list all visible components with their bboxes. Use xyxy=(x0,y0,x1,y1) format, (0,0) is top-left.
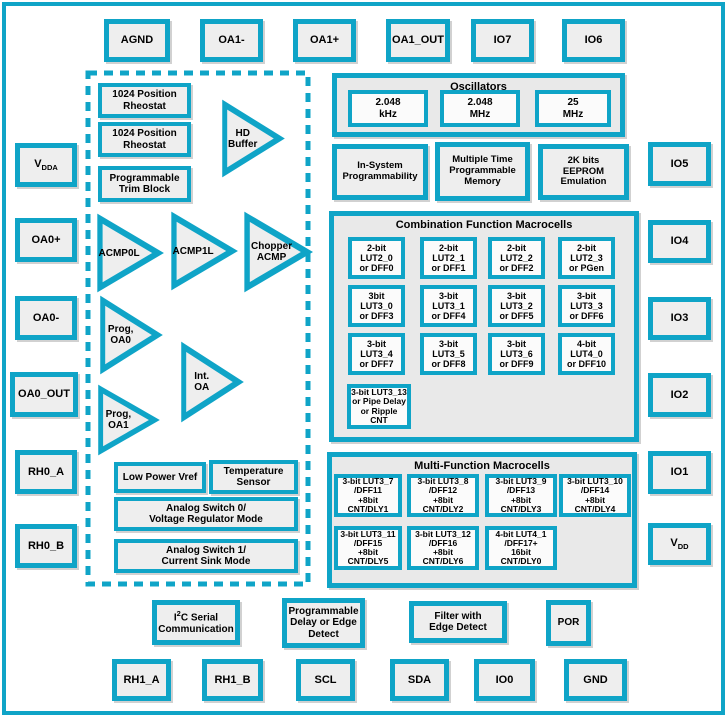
comb-cell-lut2-2: 2-bit LUT2_2 or DFF2 xyxy=(488,237,545,279)
comb-cell-lut3-6: 3-bit LUT3_6 or DFF9 xyxy=(488,333,545,375)
comb-cell-lut3-1: 3-bit LUT3_1 or DFF4 xyxy=(420,285,477,327)
mf-cell-lut3-9: 3-bit LUT3_9 /DFF13 +8bit CNT/DLY3 xyxy=(485,474,557,517)
pin-sda: SDA xyxy=(390,659,449,701)
pin-io6: IO6 xyxy=(562,19,625,62)
block-programmable-trim: Programmable Trim Block xyxy=(98,166,191,202)
block-filter-edge-detect: Filter with Edge Detect xyxy=(409,601,507,643)
tri-acmp0l: ACMP0L xyxy=(96,213,164,293)
mf-cell-lut3-8: 3-bit LUT3_8 /DFF12 +8bit CNT/DLY2 xyxy=(407,474,479,517)
pin-vdd-label: VDD xyxy=(670,536,689,551)
comb-cell-lut2-1: 2-bit LUT2_1 or DFF1 xyxy=(420,237,477,279)
block-rheostat-2: 1024 Position Rheostat xyxy=(98,122,191,157)
pin-vdda: VDDA xyxy=(15,143,77,187)
block-temperature-sensor: Temperature Sensor xyxy=(209,460,298,494)
pin-io4: IO4 xyxy=(648,220,711,263)
block-analog-switch-1: Analog Switch 1/ Current Sink Mode xyxy=(114,539,298,573)
tri-chopper-acmp-label: Chopper ACMP xyxy=(250,241,293,263)
pin-io0: IO0 xyxy=(474,659,535,701)
mf-cell-lut3-10: 3-bit LUT3_10 /DFF14 +8bit CNT/DLY4 xyxy=(559,474,631,517)
block-analog-switch-0: Analog Switch 0/ Voltage Regulator Mode xyxy=(114,497,298,531)
pin-vdda-label: VDDA xyxy=(34,157,58,172)
mf-cell-lut3-7: 3-bit LUT3_7 /DFF11 +8bit CNT/DLY1 xyxy=(334,474,402,517)
mf-cell-lut3-12: 3-bit LUT3_12 /DFF16 +8bit CNT/DLY6 xyxy=(407,526,479,570)
tri-prog-oa0-label: Prog, OA0 xyxy=(107,324,134,346)
pin-oa1-minus: OA1- xyxy=(200,19,263,62)
comb-cell-lut2-3: 2-bit LUT2_3 or PGen xyxy=(558,237,615,279)
combination-title: Combination Function Macrocells xyxy=(395,219,573,231)
tri-acmp1l-label: ACMP1L xyxy=(172,245,214,257)
comb-cell-lut3-13: 3-bit LUT3_13 or Pipe Delay or Ripple CN… xyxy=(347,384,411,429)
pin-oa0-plus: OA0+ xyxy=(15,218,77,262)
tri-chopper-acmp: Chopper ACMP xyxy=(243,211,314,293)
tri-prog-oa1-label: Prog, OA1 xyxy=(105,409,132,431)
block-programmable-delay-edge-detect: Programmable Delay or Edge Detect xyxy=(282,598,365,648)
pin-agnd: AGND xyxy=(104,19,170,62)
block-por: POR xyxy=(546,600,591,646)
tri-prog-oa0: Prog, OA0 xyxy=(99,295,163,375)
tri-hd-buffer-label: HD Buffer xyxy=(227,127,258,150)
comb-cell-lut3-2: 3-bit LUT3_2 or DFF5 xyxy=(488,285,545,327)
comb-cell-lut3-4: 3-bit LUT3_4 or DFF7 xyxy=(348,333,405,375)
analog-section-outline xyxy=(84,69,312,588)
pin-oa0-minus: OA0- xyxy=(15,296,77,340)
pin-rh0-b: RH0_B xyxy=(15,524,77,568)
pin-gnd: GND xyxy=(564,659,627,701)
tri-prog-oa1: Prog, OA1 xyxy=(97,384,160,456)
pin-io7: IO7 xyxy=(471,19,534,62)
tri-int-oa: Int. OA xyxy=(180,341,244,423)
tri-int-oa-label: Int. OA xyxy=(194,371,210,393)
pin-oa1-plus: OA1+ xyxy=(293,19,356,62)
block-in-system-programmability: In-System Programmability xyxy=(332,144,428,200)
block-rheostat-1: 1024 Position Rheostat xyxy=(98,83,191,118)
mf-cell-lut3-11: 3-bit LUT3_11 /DFF15 +8bit CNT/DLY5 xyxy=(334,526,402,570)
tri-acmp0l-label: ACMP0L xyxy=(98,247,140,259)
block-low-power-vref: Low Power Vref xyxy=(114,462,206,493)
pin-io1: IO1 xyxy=(648,451,711,494)
comb-cell-lut3-0: 3bit LUT3_0 or DFF3 xyxy=(348,285,405,327)
pin-rh1-b: RH1_B xyxy=(202,659,263,701)
mf-cell-lut4-1: 4-bit LUT4_1 /DFF17+ 16bit CNT/DLY0 xyxy=(485,526,557,570)
osc-2048-khz: 2.048 kHz xyxy=(348,90,428,127)
comb-cell-lut3-5: 3-bit LUT3_5 or DFF8 xyxy=(420,333,477,375)
multifunction-title: Multi-Function Macrocells xyxy=(414,460,550,472)
pin-rh0-a: RH0_A xyxy=(15,450,77,494)
comb-cell-lut2-0: 2-bit LUT2_0 or DFF0 xyxy=(348,237,405,279)
pin-scl: SCL xyxy=(296,659,355,701)
pin-io2: IO2 xyxy=(648,373,711,417)
block-mtp-memory: Multiple Time Programmable Memory xyxy=(435,142,530,201)
pin-vdd: VDD xyxy=(648,523,711,565)
block-eeprom-emulation: 2K bits EEPROM Emulation xyxy=(538,144,629,200)
comb-cell-lut4-0: 4-bit LUT4_0 or DFF10 xyxy=(558,333,615,375)
pin-io5: IO5 xyxy=(648,142,711,186)
pin-oa0-out: OA0_OUT xyxy=(10,372,78,417)
osc-25-mhz: 25 MHz xyxy=(535,90,611,127)
pin-io3: IO3 xyxy=(648,297,711,340)
pin-rh1-a: RH1_A xyxy=(112,659,171,701)
tri-acmp1l: ACMP1L xyxy=(170,211,238,291)
comb-cell-lut3-3: 3-bit LUT3_3 or DFF6 xyxy=(558,285,615,327)
pin-oa1-out: OA1_OUT xyxy=(386,19,450,62)
tri-hd-buffer: HD Buffer xyxy=(221,99,285,178)
osc-2048-mhz: 2.048 MHz xyxy=(440,90,520,127)
